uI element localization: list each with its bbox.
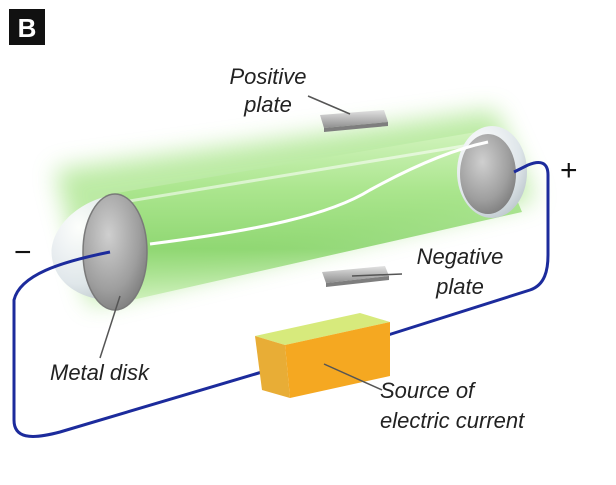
plus-sign: +: [560, 154, 578, 187]
panel-label-box: [9, 9, 45, 45]
label-source-line2: electric current: [380, 408, 525, 433]
negative-plate: [322, 266, 389, 287]
positive-end-disk: [460, 134, 516, 214]
positive-plate: [320, 110, 388, 132]
leader-negative-plate: [351, 273, 403, 277]
tube-highlight: [104, 140, 489, 207]
wire-negative: [12, 250, 263, 438]
cathode-ray-beam: [149, 140, 489, 246]
leader-source: [323, 363, 383, 391]
leader-metal-disk: [99, 295, 121, 359]
panel-label: B: [18, 13, 37, 43]
label-negative-plate-line1: Negative: [417, 244, 504, 269]
label-source-line1: Source of: [380, 378, 477, 403]
minus-sign: −: [14, 236, 32, 269]
leader-positive-plate: [307, 95, 351, 115]
wire-positive: [387, 161, 550, 337]
metal-disk: [82, 193, 148, 311]
label-metal-disk: Metal disk: [50, 360, 150, 385]
current-source-box: [255, 313, 390, 398]
label-negative-plate-line2: plate: [435, 274, 484, 299]
label-positive-plate-line1: Positive: [229, 64, 306, 89]
label-positive-plate-line2: plate: [243, 92, 292, 117]
